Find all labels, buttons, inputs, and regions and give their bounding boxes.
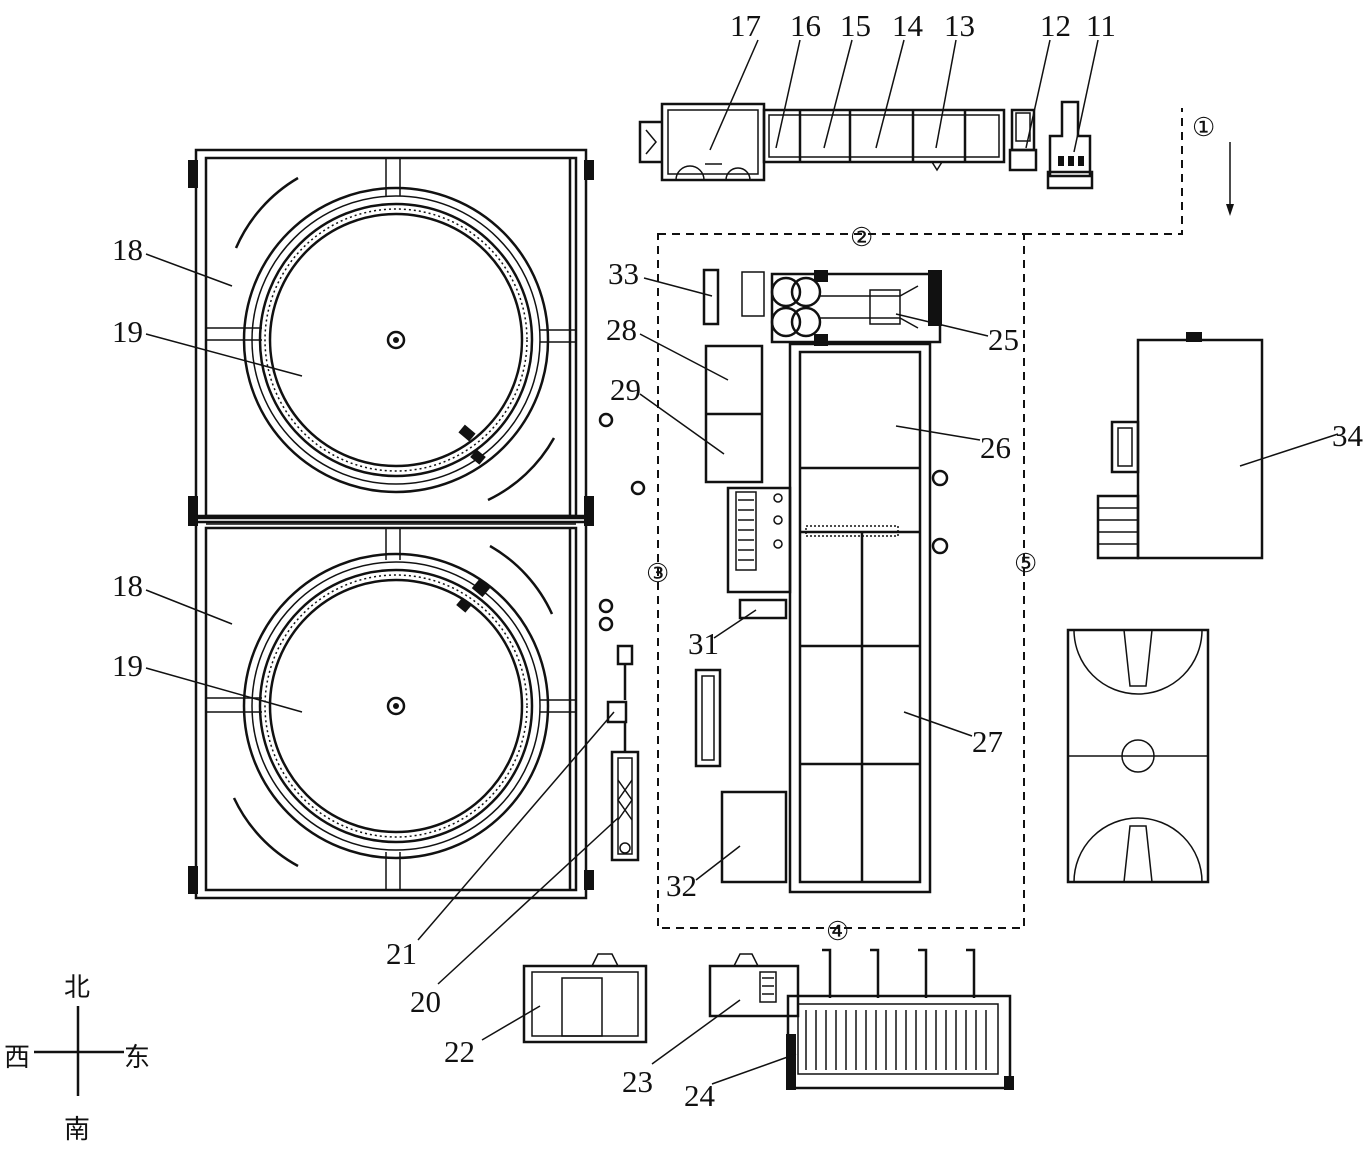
- manholes-west: [598, 412, 646, 632]
- label-19-lower: 19: [112, 648, 143, 683]
- label-20: 20: [410, 984, 441, 1019]
- label-31: 31: [688, 626, 719, 661]
- label-22: 22: [444, 1034, 475, 1069]
- unit-32: [720, 790, 788, 884]
- unit-20-21: [606, 644, 640, 862]
- unit-26-27: [788, 342, 932, 894]
- label-12: 12: [1040, 8, 1071, 43]
- label-18-lower: 18: [112, 568, 143, 603]
- building-16-13-row: [762, 108, 1006, 172]
- unit-30: [694, 668, 722, 768]
- label-18-upper: 18: [112, 232, 143, 267]
- label-28: 28: [606, 312, 637, 347]
- number-labels: 17 16 15 14 13 12 11 18 19 18 19 33 28 2…: [112, 8, 1364, 1113]
- compass-east: 东: [124, 1043, 150, 1073]
- tank-connector-wall: [196, 516, 586, 525]
- zone-marker-1: ①: [1192, 113, 1215, 142]
- unit-31: [726, 486, 792, 620]
- unit-33: [702, 268, 765, 326]
- label-26: 26: [980, 430, 1011, 465]
- label-16: 16: [790, 8, 821, 43]
- leader-lines: [145, 39, 1339, 1085]
- zone-markers: ① ② ③ ④ ⑤: [646, 113, 1215, 946]
- zone-marker-5: ⑤: [1014, 549, 1037, 578]
- label-17: 17: [730, 8, 761, 43]
- building-34: [1096, 332, 1264, 560]
- compass-rose: 北 南 东 西: [4, 973, 150, 1145]
- compass-north: 北: [64, 973, 90, 1003]
- unit-28-29: [704, 344, 764, 484]
- building-22: [522, 953, 648, 1044]
- label-33: 33: [608, 256, 639, 291]
- building-17: [638, 102, 766, 182]
- label-25: 25: [988, 322, 1019, 357]
- building-24: [786, 948, 1014, 1090]
- label-27: 27: [972, 724, 1003, 759]
- label-24: 24: [684, 1078, 716, 1113]
- label-11: 11: [1086, 8, 1116, 43]
- label-14: 14: [892, 8, 924, 43]
- tank-structure-upper: [188, 148, 594, 526]
- compass-west: 西: [4, 1043, 30, 1073]
- label-19-upper: 19: [112, 314, 143, 349]
- unit-25: [770, 270, 942, 346]
- label-34: 34: [1332, 418, 1364, 453]
- label-21: 21: [386, 936, 417, 971]
- label-15: 15: [840, 8, 871, 43]
- tank-structure-lower: [188, 514, 594, 900]
- basketball-court: [1066, 628, 1210, 884]
- building-23: [708, 953, 800, 1018]
- label-23: 23: [622, 1064, 653, 1099]
- label-29: 29: [610, 372, 641, 407]
- label-13: 13: [944, 8, 975, 43]
- zone-marker-2: ②: [850, 223, 873, 252]
- zone-boundary: [657, 108, 1234, 929]
- compass-south: 南: [64, 1115, 90, 1145]
- building-11: [1046, 100, 1094, 190]
- label-32: 32: [666, 868, 697, 903]
- zone-marker-4: ④: [826, 917, 849, 946]
- manholes-east: [931, 469, 949, 555]
- zone-marker-3: ③: [646, 559, 669, 588]
